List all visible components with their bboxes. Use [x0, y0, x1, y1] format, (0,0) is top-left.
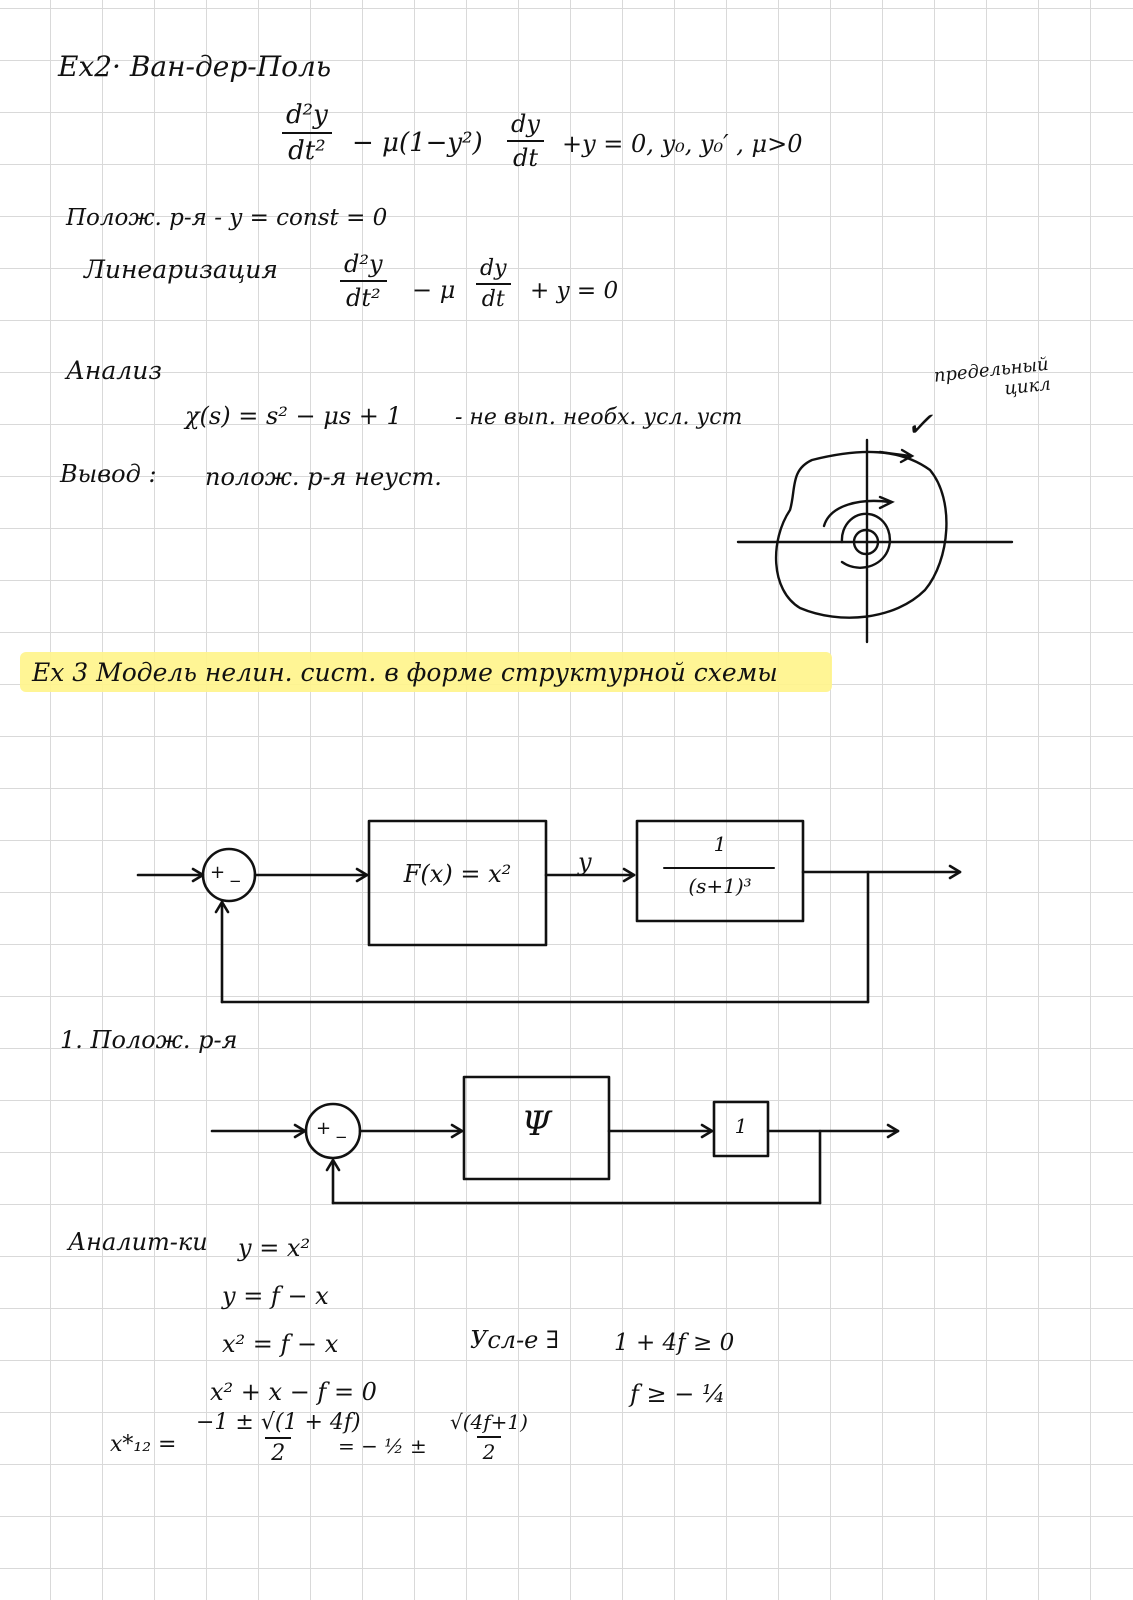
root-den: 2 [265, 1437, 292, 1466]
spiral-outer [822, 499, 892, 528]
d1-input-arrowhead [191, 867, 205, 883]
ex2-conclusion: полож. р-я неуст. [205, 463, 442, 491]
d1-signal-y: y [578, 848, 592, 876]
ex2-lin-tail: + y = 0 [530, 278, 619, 304]
condition-1: 1 + 4f ≥ 0 [614, 1330, 735, 1356]
ex2-eq-mid: − μ(1−y²) [352, 128, 483, 158]
d1-feedback-arrowhead [214, 900, 230, 914]
ex2-eq-dy: dy [511, 110, 540, 138]
d1-block1-arrowhead [355, 867, 369, 883]
ex3-heading: Ex 3 Модель нелин. сист. в форме структу… [32, 658, 778, 687]
spiral-inner [852, 528, 880, 556]
d2-sum-signs: + _ [316, 1118, 346, 1139]
check-icon: ✓ [905, 405, 934, 445]
ex2-eq-d2y: d²y [286, 100, 328, 130]
analytics-line-2: y = f − x [222, 1282, 329, 1310]
ex2-lin-dt2: dt² [339, 280, 387, 312]
root2-num: √(4f+1) [450, 1410, 528, 1434]
ex2-heading: Ex2· Ван-дер-Поль [58, 50, 332, 83]
ex2-equilibrium: Полож. р-я - y = const = 0 [66, 205, 388, 231]
root2-den: 2 [476, 1436, 502, 1464]
ex2-linearization-label: Линеаризация [84, 255, 278, 284]
ex2-lin-dt: dt [475, 283, 511, 312]
ex3-item1: 1. Полож. р-я [60, 1026, 238, 1054]
d1-block2-arrowhead [622, 867, 636, 883]
ex2-eq-dt2: dt² [282, 132, 332, 166]
root-num: −1 ± √(1 + 4f) [196, 1410, 361, 1435]
ex2-conclusion-label: Вывод : [60, 460, 157, 488]
analytics-line-4: x² + x − f = 0 [210, 1378, 377, 1406]
limit-cycle-arrowhead [899, 448, 915, 464]
ex2-lin-mid: − μ [412, 276, 456, 304]
limit-cycle-arrow [878, 450, 912, 458]
d2-block1-arrowhead [450, 1123, 464, 1139]
d2-input-arrowhead [293, 1123, 307, 1139]
analytics-line-1: y = x² [238, 1234, 311, 1262]
condition-2: f ≥ − ¼ [630, 1380, 726, 1408]
condition-label: Усл-е ∃ [470, 1326, 560, 1354]
d2-output-arrowhead [886, 1123, 900, 1139]
ex2-eq-frac-2: dy dt [505, 110, 546, 172]
ex2-limit-cycle-label: предельный цикл [932, 353, 1052, 400]
d1-block2-den: (s+1)³ [688, 874, 752, 898]
ex2-lin-frac-2: dy dt [474, 256, 513, 312]
limit-cycle-curve [774, 450, 948, 619]
highlight-band [20, 652, 832, 692]
root-x12-label: x*₁₂ = [110, 1432, 177, 1457]
spiral-mid [840, 512, 892, 569]
ex2-lin-d2y: d²y [344, 250, 383, 278]
root-fraction-2: √(4f+1) 2 [444, 1410, 534, 1464]
d2-block2-arrowhead [700, 1123, 714, 1139]
ex2-lin-frac-1: d²y dt² [338, 250, 389, 312]
root-eq: = − ½ ± [338, 1434, 427, 1458]
d1-block1-label: F(x) = x² [403, 860, 512, 888]
d2-feedback-arrowhead [325, 1158, 341, 1172]
ex2-eq-frac-1: d²y dt² [280, 100, 334, 166]
ex2-char-poly: χ(s) = s² − μs + 1 [185, 402, 402, 430]
ex2-lin-dy: dy [480, 256, 507, 281]
d1-block2-num: 1 [713, 832, 727, 856]
ex2-char-note: - не вып. необх. усл. уст [455, 405, 743, 430]
ex2-eq-dt: dt [506, 140, 544, 172]
ex2-eq-tail: +y = 0, y₀, y₀′ , μ>0 [562, 130, 803, 158]
d2-block1-label: Ψ [521, 1104, 552, 1144]
d1-output-arrowhead [948, 864, 962, 880]
spiral-arrowhead [878, 495, 895, 510]
analytics-label: Аналит-ки [68, 1228, 208, 1256]
d2-block2-label: 1 [734, 1114, 748, 1138]
root-fraction-1: −1 ± √(1 + 4f) 2 [190, 1410, 367, 1466]
analytics-line-3: x² = f − x [222, 1330, 339, 1358]
d1-sum-signs: + _ [210, 862, 240, 883]
ex2-analysis-label: Анализ [66, 356, 162, 385]
